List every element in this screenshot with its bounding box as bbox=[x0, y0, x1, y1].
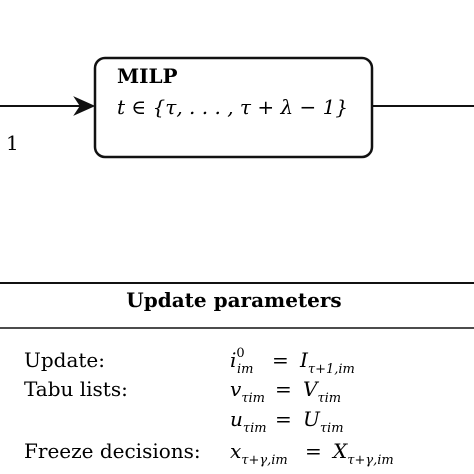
equation-freeze: xτ+γ,im=Xτ+γ,im bbox=[230, 439, 394, 468]
update-panel-title: Update parameters bbox=[126, 288, 341, 312]
incoming-edge-label: 1 bbox=[6, 131, 19, 155]
equation-tabu-v: vτim=Vτim bbox=[230, 377, 341, 406]
update-panel bbox=[0, 282, 474, 474]
milp-box bbox=[93, 56, 374, 159]
row-label-tabu: Tabu lists: bbox=[24, 377, 128, 401]
row-label-freeze: Freeze decisions: bbox=[24, 439, 201, 463]
milp-time-set: t ∈ {τ, . . . , τ + λ − 1} bbox=[117, 95, 348, 119]
row-label-update: Update: bbox=[24, 348, 105, 372]
milp-title: MILP bbox=[117, 64, 178, 88]
equation-tabu-u: uτim=Uτim bbox=[230, 407, 344, 436]
